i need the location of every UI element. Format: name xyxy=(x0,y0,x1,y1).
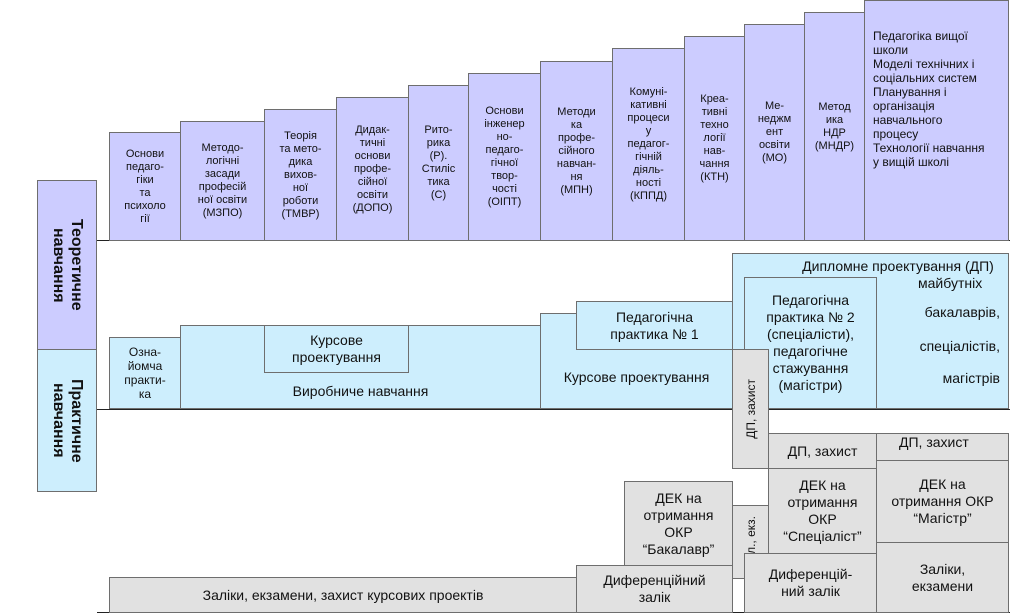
diploma-masters: магістрів xyxy=(942,370,1000,386)
theory-block-dopo: Дидак- тичні основи профе- сійної освіти… xyxy=(336,97,409,241)
theory-block-ktn-text: Креа- тивні техно логії нав- чання (КТН) xyxy=(699,93,730,183)
dek-master: ДЕК на отримання ОКР “Магістр” xyxy=(876,460,1009,543)
theory-block-mo-text: Ме- неджм ент освіти (МО) xyxy=(757,100,792,164)
theory-block-pvsh-text: Педагогіка вищої школи Моделі технічних … xyxy=(873,29,985,169)
dp-defense-specialist-text: ДП, захист xyxy=(787,442,858,459)
practice-side-label: Практичне навчання xyxy=(37,349,97,492)
credits-exams-master-text: Заліки, екзамени xyxy=(911,560,974,594)
diploma-future: майбутніх xyxy=(918,275,983,291)
dp-defense-vertical-text: ДП, захист xyxy=(743,379,758,439)
course-project-2-text: Курсове проектування xyxy=(563,369,710,385)
dek-specialist-text: ДЕК на отримання ОКР “Спеціаліст” xyxy=(783,477,862,544)
theory-block-pvsh: Педагогіка вищої школи Моделі технічних … xyxy=(864,0,1009,241)
theory-block-mpn-text: Методи ка профе- сійного навчан- ня (МПН… xyxy=(556,105,597,196)
intro-practice-text: Озна- йомча практи- ка xyxy=(124,345,166,401)
course-project-1: Курсове проектування xyxy=(264,325,409,373)
course-project-2: Курсове проектування xyxy=(540,313,733,409)
credits-exams-course: Заліки, екзамени, захист курсових проект… xyxy=(109,577,577,613)
diff-credit-1: Диференційний залік xyxy=(576,565,733,613)
dp-defense-vertical: ДП, захист xyxy=(732,349,769,469)
dek-bachelor: ДЕК на отримання ОКР “Бакалавр” xyxy=(624,481,733,566)
theory-block-mpn: Методи ка профе- сійного навчан- ня (МПН… xyxy=(540,61,613,241)
ped-practice-1: Педагогічна практика № 1 xyxy=(576,301,733,350)
theory-block-rs: Рито- рика (Р). Стиліс тика (С) xyxy=(408,85,469,241)
theory-block-mndr-text: Метод ика НДР (МНДР) xyxy=(814,100,855,152)
theory-side-label: Теоретичне навчання xyxy=(37,180,97,350)
dek-bachelor-text: ДЕК на отримання ОКР “Бакалавр” xyxy=(642,489,715,557)
theory-block-mzpo-text: Методо- логічні засади професій ної осві… xyxy=(197,142,248,219)
intro-practice: Озна- йомча практи- ка xyxy=(109,337,181,409)
theory-side-text: Теоретичне навчання xyxy=(50,219,85,311)
ped-practice-1-text: Педагогічна практика № 1 xyxy=(610,308,699,342)
practice-baseline xyxy=(97,409,1010,410)
diff-credit-1-text: Диференційний залік xyxy=(603,572,706,605)
credits-exams-course-text: Заліки, екзамени, захист курсових проект… xyxy=(202,586,484,603)
theory-block-kppd: Комуні- кативні процеси у педагог- гічні… xyxy=(612,48,685,241)
practice-side-text: Практичне навчання xyxy=(50,378,85,463)
theory-block-tmvr: Теорія та мето- дика вихов- ної роботи (… xyxy=(264,109,337,241)
dek-specialist: ДЕК на отримання ОКР “Спеціаліст” xyxy=(768,468,877,554)
diploma-specialists: спеціалістів, xyxy=(919,338,1000,354)
dp-defense-master: ДП, захист xyxy=(876,433,1009,461)
theory-block-kppd-text: Комуні- кативні процеси у педагог- гічні… xyxy=(627,86,670,202)
diff-credit-2-text: Диференцій- ний залік xyxy=(768,566,853,599)
theory-block-oipt-text: Основи інженер но- педаго- гічної твор- … xyxy=(484,105,525,208)
course-project-1-text: Курсове проектування xyxy=(292,332,381,365)
theory-block-dopo-text: Дидак- тичні основи профе- сійної освіти… xyxy=(352,123,393,214)
diff-credit-2: Диференцій- ний залік xyxy=(744,553,877,613)
theory-block-rs-text: Рито- рика (Р). Стиліс тика (С) xyxy=(421,124,456,201)
ped-practice-2-text: Педагогічна практика № 2 (спеціалісти), … xyxy=(766,292,855,393)
theory-block-mo: Ме- неджм ент освіти (МО) xyxy=(744,24,805,241)
industrial-training-text: Виробниче навчання xyxy=(292,383,429,399)
theory-block-mzpo: Методо- логічні засади професій ної осві… xyxy=(180,121,265,241)
theory-block-ospp-text: Основи педаго- гіки та психоло гії xyxy=(124,147,166,225)
diploma-bachelors: бакалаврів, xyxy=(924,304,1000,320)
dp-defense-specialist: ДП, захист xyxy=(768,433,877,469)
theory-block-ospp: Основи педаго- гіки та психоло гії xyxy=(109,132,181,241)
theory-block-ktn: Креа- тивні техно логії нав- чання (КТН) xyxy=(684,36,745,241)
dek-master-text: ДЕК на отримання ОКР “Магістр” xyxy=(891,476,994,526)
theory-block-tmvr-text: Теорія та мето- дика вихов- ної роботи (… xyxy=(279,129,322,220)
theory-block-mndr: Метод ика НДР (МНДР) xyxy=(804,12,865,241)
diploma-title: Дипломне проектування (ДП) xyxy=(802,258,994,274)
credits-exams-master: Заліки, екзамени xyxy=(876,542,1009,613)
dp-defense-master-text: ДП, захист xyxy=(899,434,969,450)
theory-block-oipt: Основи інженер но- педаго- гічної твор- … xyxy=(468,73,541,241)
